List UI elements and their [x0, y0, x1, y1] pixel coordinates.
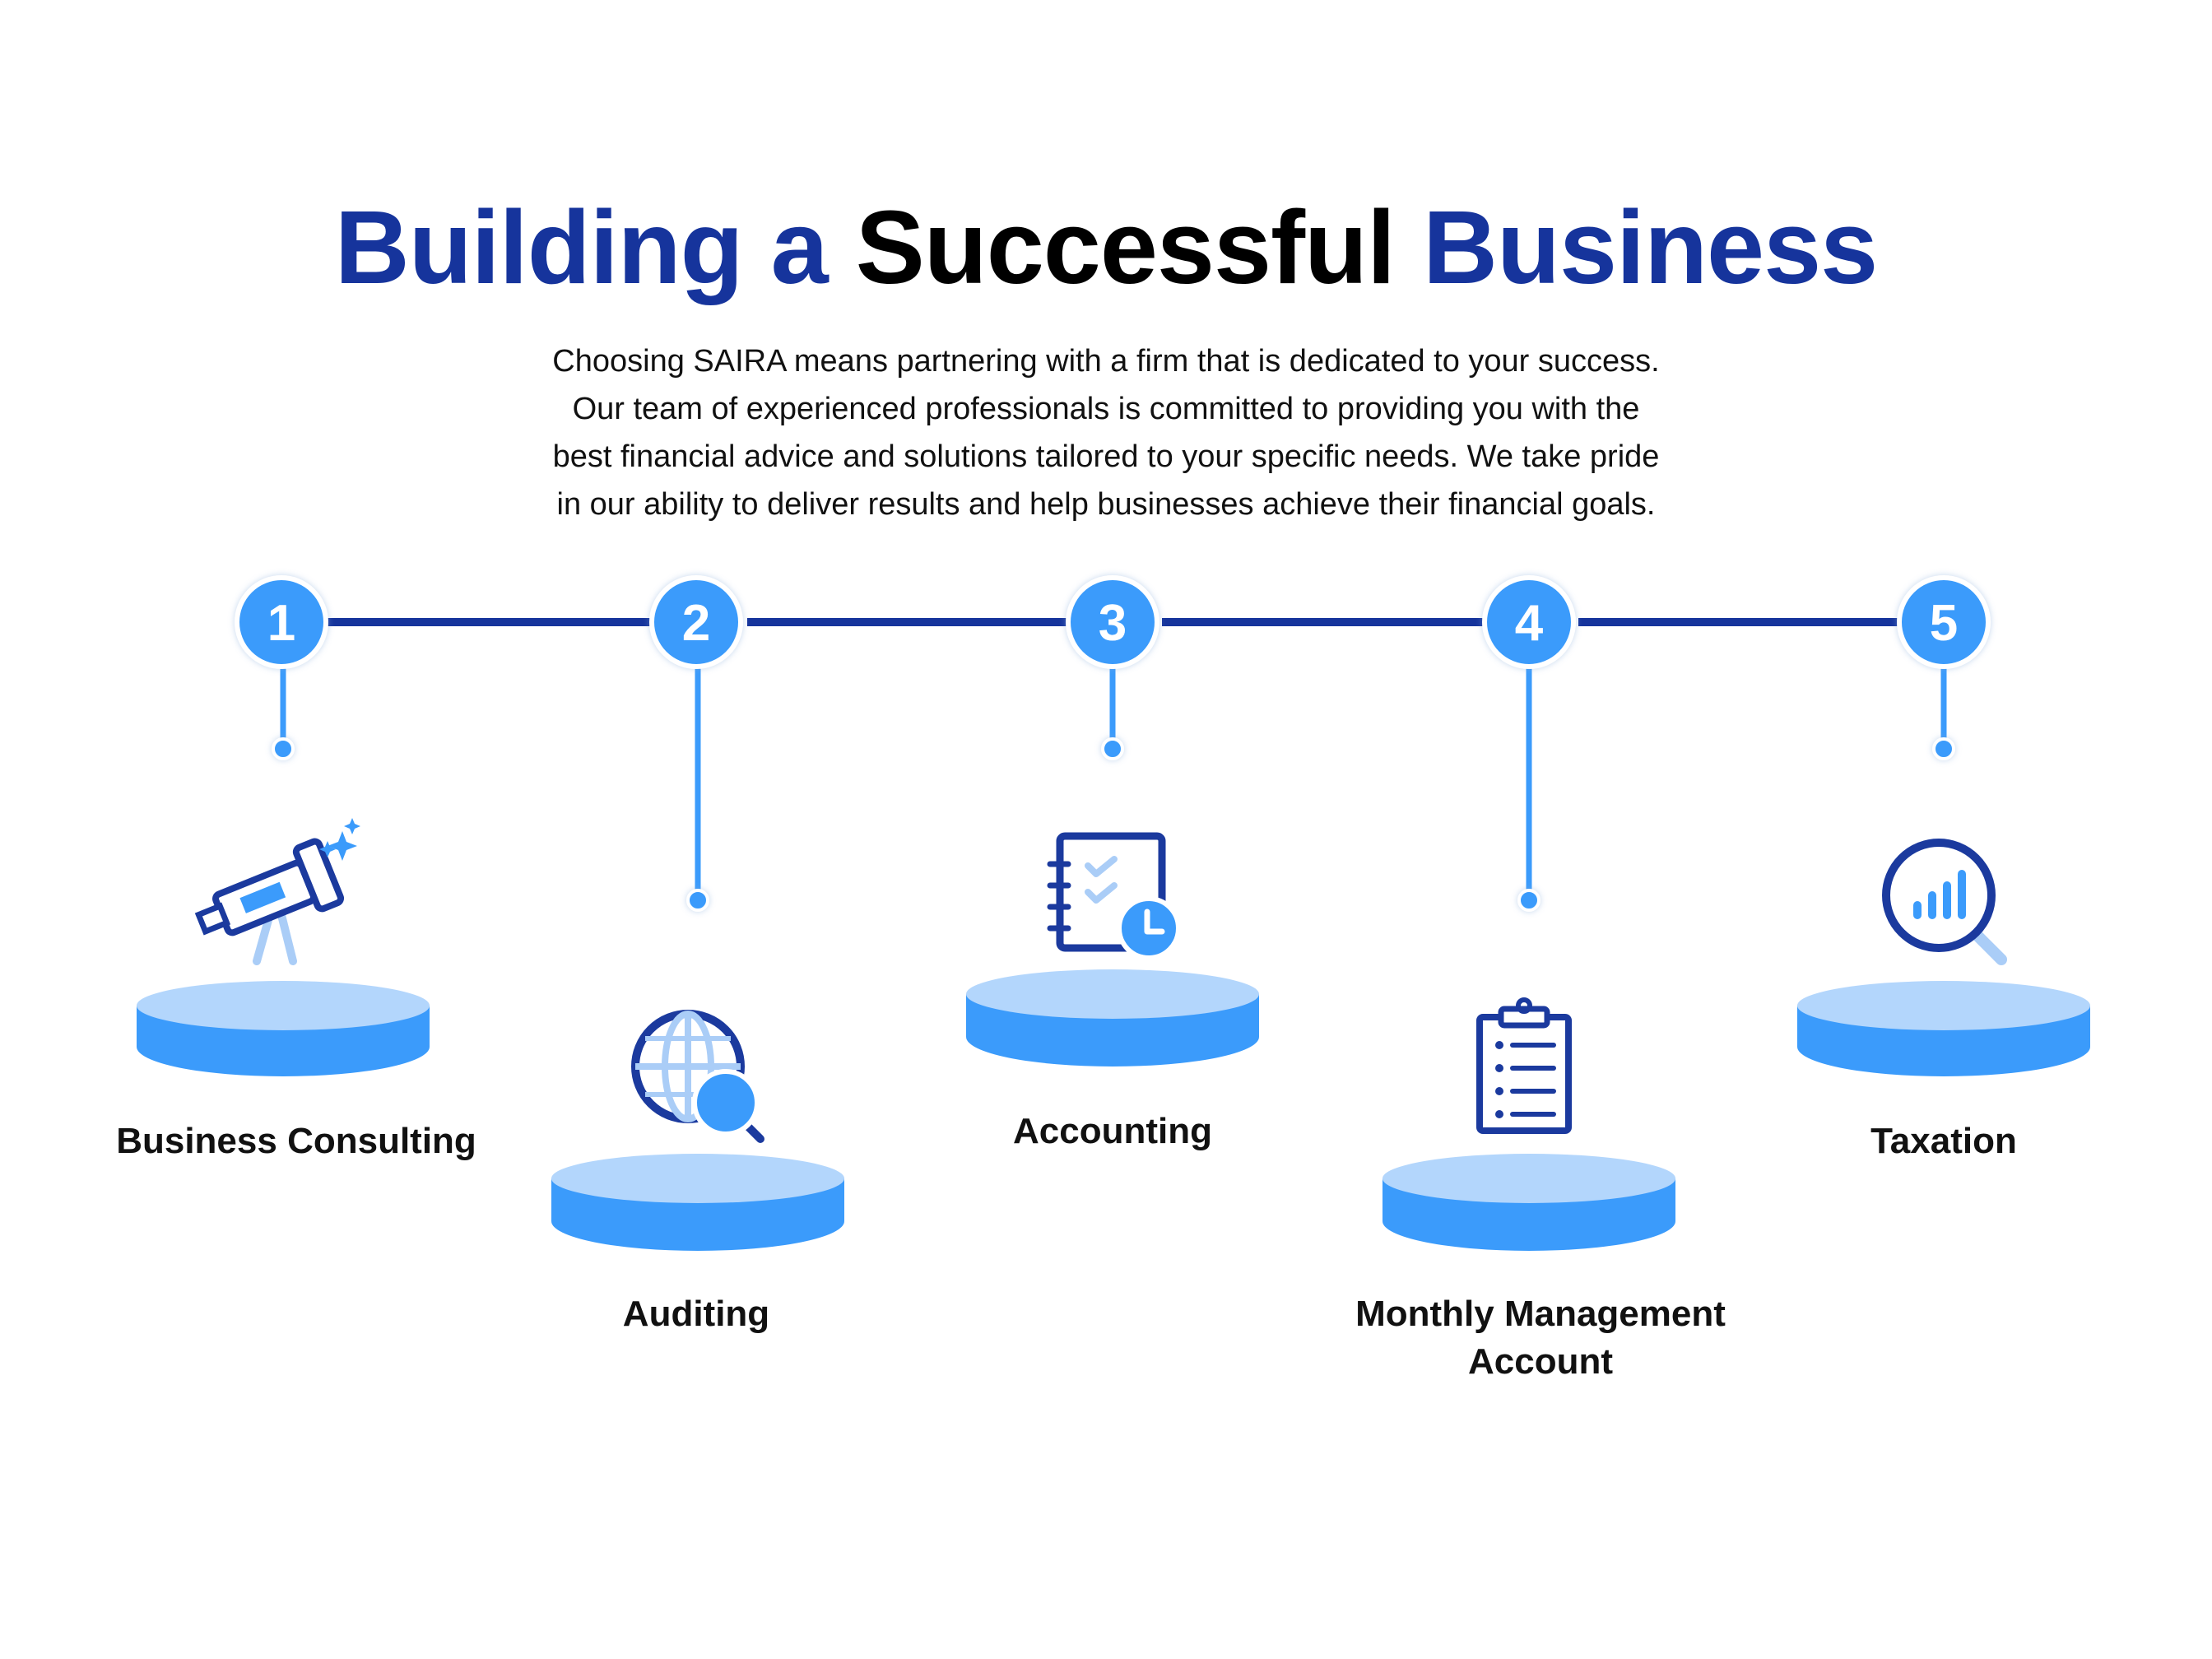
step-2-drop: [686, 658, 709, 912]
step-3-label: Accounting: [1013, 1111, 1212, 1151]
intro-line-4: in our ability to deliver results and he…: [556, 487, 1656, 522]
step-1-node: 1: [235, 575, 328, 669]
intro-line-1: Choosing SAIRA means partnering with a f…: [552, 344, 1660, 379]
notebook-checklist-clock-icon: [1047, 832, 1181, 960]
step-1-podium: [137, 981, 430, 1076]
step-1-label: Business Consulting: [116, 1121, 476, 1161]
magnifier-chart-icon: [1882, 839, 2007, 965]
step-5-label: Taxation: [1870, 1121, 2017, 1161]
step-3-drop: [1101, 658, 1124, 760]
step-3-drop-dot: [1101, 737, 1124, 760]
step-2-podium: [551, 1154, 844, 1251]
intro-paragraph: Choosing SAIRA means partnering with a f…: [448, 337, 1764, 528]
step-4-drop: [1517, 658, 1540, 912]
intro-line-2: Our team of experienced professionals is…: [572, 392, 1640, 426]
step-2-node: 2: [649, 575, 743, 669]
page-title: Building a Successful Business: [0, 186, 2212, 309]
globe-search-icon: [631, 1010, 764, 1143]
step-4-label: Monthly Management Account: [1355, 1294, 1726, 1382]
step-3-number: 3: [1099, 595, 1127, 652]
step-3-node: 3: [1066, 575, 1159, 669]
step-5-node: 5: [1897, 575, 1991, 669]
step-5-drop-dot: [1932, 737, 1955, 760]
title-part-1: Building a: [334, 189, 856, 305]
step-4-podium: [1382, 1154, 1675, 1251]
step-2-label: Auditing: [622, 1294, 770, 1334]
step-4-number: 4: [1515, 595, 1544, 652]
step-1-number: 1: [267, 595, 295, 652]
step-5-podium: [1797, 981, 2090, 1076]
telescope-icon: [194, 818, 360, 965]
step-4-drop-dot: [1517, 889, 1540, 912]
step-2-number: 2: [682, 595, 710, 652]
step-1-drop: [272, 658, 295, 760]
title-part-2: Successful: [855, 189, 1396, 305]
step-5-drop: [1932, 658, 1955, 760]
step-2-drop-dot: [686, 889, 709, 912]
title-part-3: Business: [1395, 189, 1878, 305]
intro-line-3: best financial advice and solutions tail…: [552, 439, 1660, 474]
step-5-number: 5: [1930, 595, 1958, 652]
step-4-node: 4: [1482, 575, 1576, 669]
step-3-podium: [966, 969, 1259, 1066]
clipboard-list-icon: [1476, 997, 1572, 1134]
step-1-drop-dot: [272, 737, 295, 760]
